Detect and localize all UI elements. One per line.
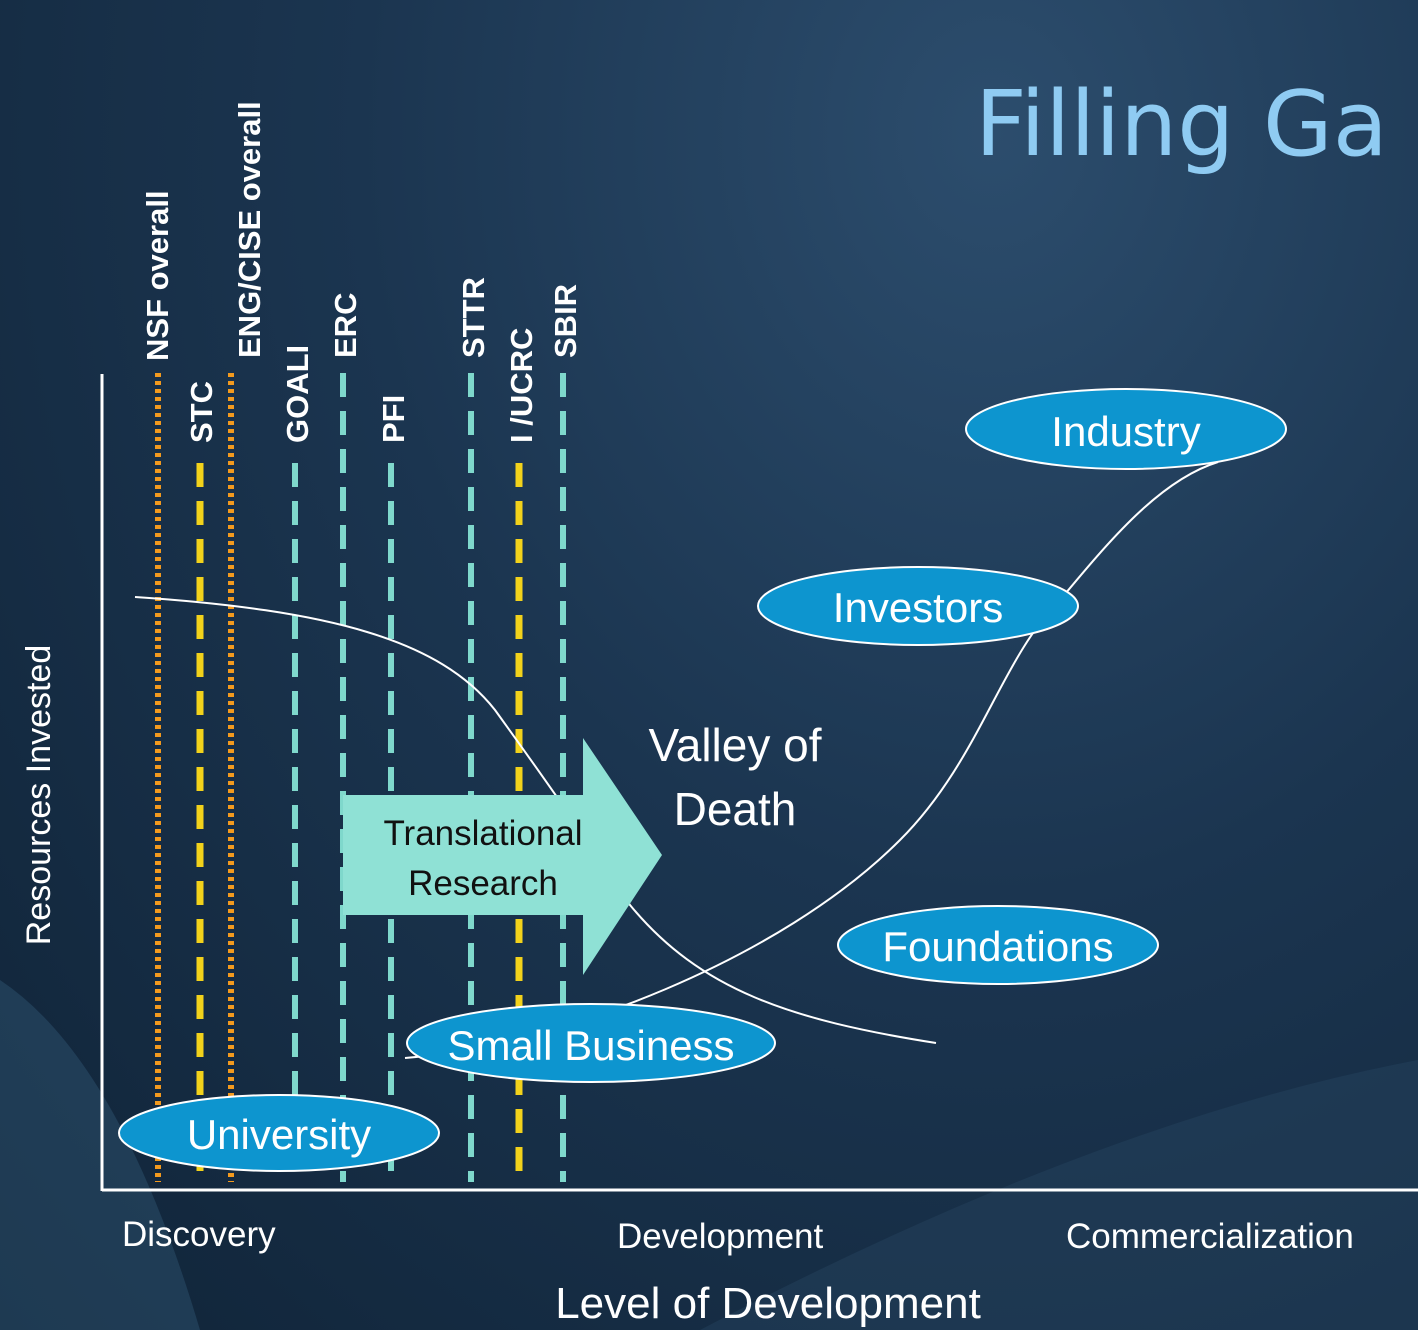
program-label-i-ucrc: I /UCRC <box>504 328 539 443</box>
stage-discovery: Discovery <box>122 1215 276 1254</box>
y-axis-label: Resources Invested <box>20 645 58 946</box>
background-globe <box>0 980 200 1330</box>
slide-title: Filling Ga <box>975 72 1388 177</box>
stage-development: Development <box>617 1217 823 1256</box>
funder-label-university: University <box>187 1111 371 1158</box>
program-label-pfi: PFI <box>376 395 411 443</box>
funder-industry: Industry <box>965 388 1287 470</box>
program-label-sbir: SBIR <box>548 284 583 358</box>
arrow-text-line-2: Research <box>408 864 558 903</box>
stage-commercialization: Commercialization <box>1066 1217 1354 1256</box>
translational-research-arrow <box>343 738 662 975</box>
program-label-stc: STC <box>184 381 219 443</box>
funder-label-investors: Investors <box>833 584 1003 631</box>
funder-foundations: Foundations <box>837 905 1159 985</box>
funder-investors: Investors <box>757 566 1079 646</box>
program-label-nsf-overall: NSF overall <box>140 190 175 361</box>
arrow-text-line-1: Translational <box>383 814 582 853</box>
program-label-goali: GOALI <box>280 345 315 443</box>
valley-text-line-2: Death <box>674 783 797 835</box>
program-label-sttr: STTR <box>456 277 491 358</box>
program-label-eng-cise-overall: ENG/CISE overall <box>232 101 267 358</box>
valley-text-line-1: Valley of <box>648 719 821 771</box>
funder-label-foundations: Foundations <box>882 923 1113 970</box>
funder-small-business: Small Business <box>406 1003 776 1083</box>
background-swoosh <box>700 1060 1418 1330</box>
funder-label-industry: Industry <box>1051 408 1200 455</box>
funder-university: University <box>118 1094 440 1172</box>
funder-label-small-business: Small Business <box>447 1022 734 1069</box>
x-axis-label: Level of Development <box>555 1279 981 1328</box>
program-label-erc: ERC <box>328 293 363 358</box>
